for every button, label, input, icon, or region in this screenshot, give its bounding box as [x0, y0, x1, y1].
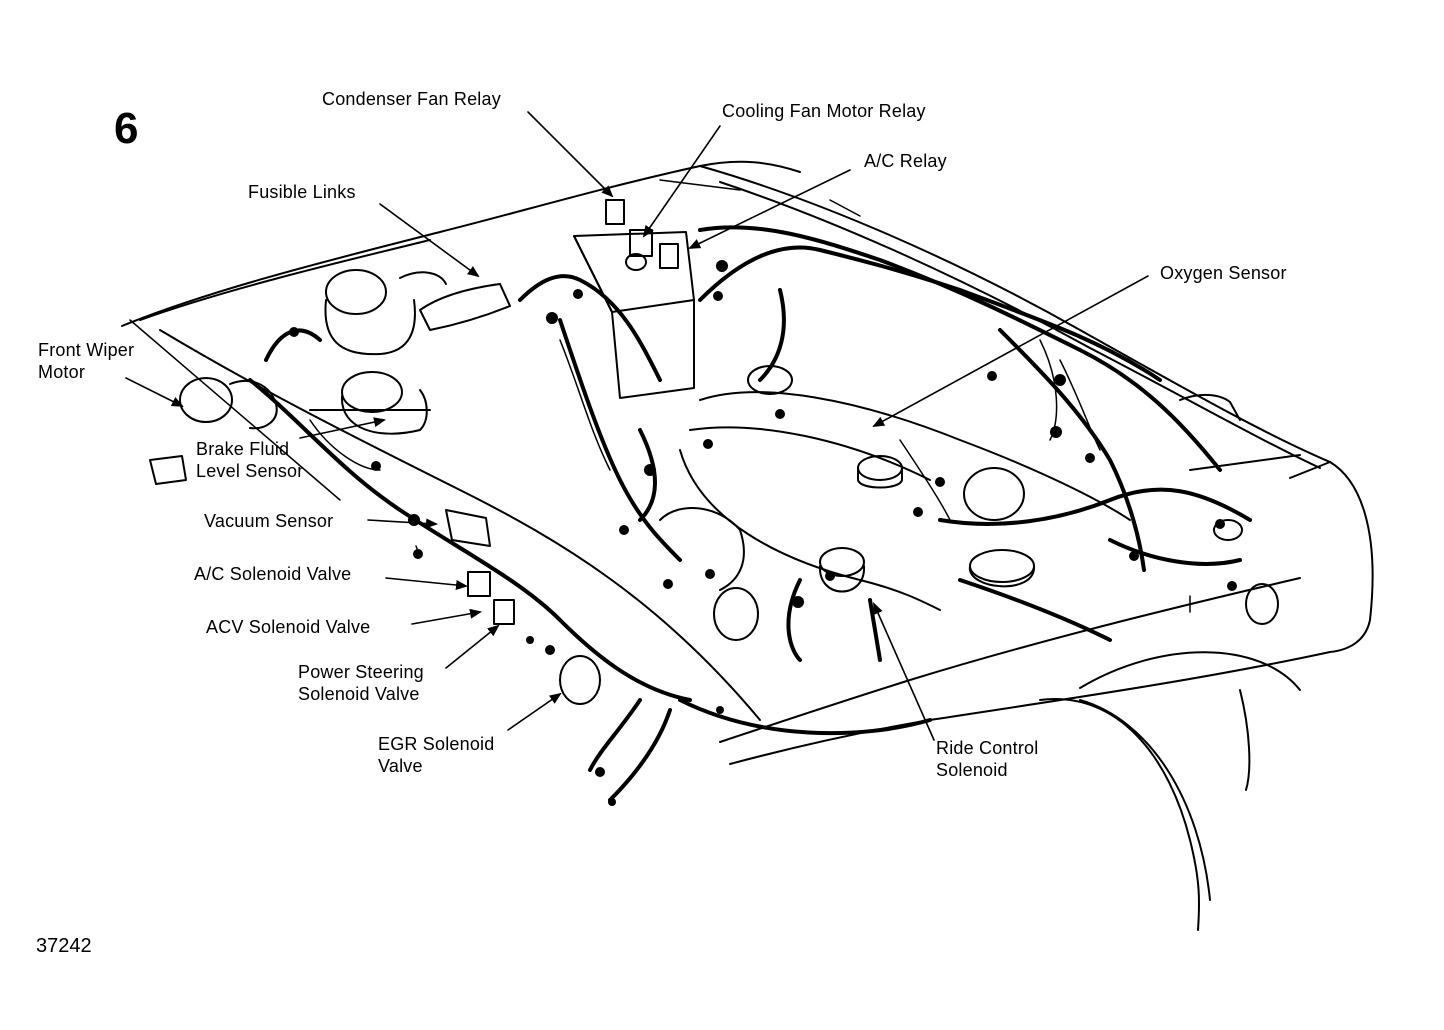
leader-lines — [125, 111, 1149, 741]
label-condenser-fan-relay: Condenser Fan Relay — [322, 89, 501, 109]
label-front-wiper-motor-line1: Front Wiper — [38, 340, 135, 360]
vehicle-body-outline — [121, 160, 1374, 931]
wire-harness — [248, 225, 1252, 802]
label-brake-fluid-line2: Level Sensor — [196, 461, 304, 481]
leader-fusible-links — [379, 203, 480, 278]
label-power-steering-line1: Power Steering — [298, 662, 424, 682]
leader-front-wiper-motor — [125, 377, 184, 407]
figure-reference-number: 37242 — [36, 935, 92, 957]
leader-power-steering — [445, 624, 500, 669]
leader-acv-solenoid — [411, 608, 482, 625]
label-fusible-links: Fusible Links — [248, 182, 356, 202]
label-cooling-fan-motor-relay: Cooling Fan Motor Relay — [722, 101, 926, 121]
label-power-steering-line2: Solenoid Valve — [298, 684, 420, 704]
leader-cooling-fan-motor-relay — [642, 125, 721, 238]
leader-egr — [507, 692, 562, 731]
leader-ac-solenoid — [385, 577, 468, 590]
label-oxygen-sensor: Oxygen Sensor — [1160, 263, 1287, 283]
label-front-wiper-motor-line2: Motor — [38, 362, 86, 382]
components — [149, 199, 1279, 705]
label-vacuum-sensor: Vacuum Sensor — [204, 511, 334, 531]
leader-brake-fluid — [299, 417, 386, 439]
label-egr-line1: EGR Solenoid — [378, 734, 495, 754]
leader-condenser-fan-relay — [527, 111, 614, 198]
label-egr-line2: Valve — [378, 756, 423, 776]
leader-oxygen-sensor — [872, 275, 1149, 427]
leader-ac-relay — [688, 169, 851, 249]
leader-vacuum-sensor — [367, 518, 438, 529]
label-ride-control-line2: Solenoid — [936, 760, 1008, 780]
label-acv-solenoid-valve: ACV Solenoid Valve — [206, 617, 371, 637]
leader-ride-control — [873, 602, 935, 741]
label-ride-control-line1: Ride Control — [936, 738, 1039, 758]
connector-dots — [289, 260, 1237, 806]
label-brake-fluid-line1: Brake Fluid — [196, 439, 290, 459]
figure-number: 6 — [114, 104, 139, 153]
label-ac-solenoid-valve: A/C Solenoid Valve — [194, 564, 352, 584]
label-ac-relay: A/C Relay — [864, 151, 947, 171]
